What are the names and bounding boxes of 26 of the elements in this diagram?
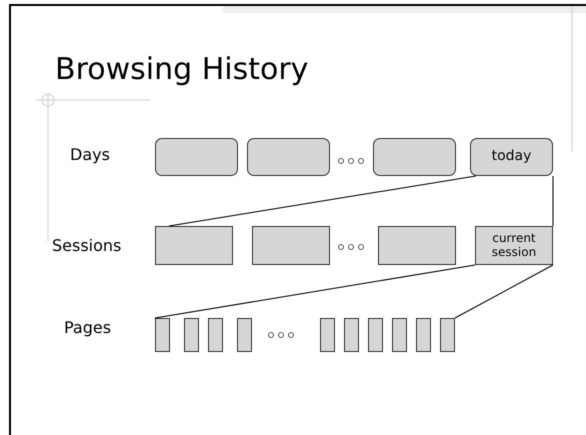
page-box <box>392 318 407 352</box>
page-box <box>440 318 455 352</box>
row-label: Sessions <box>52 236 122 255</box>
day-box <box>247 138 330 176</box>
session-box <box>252 226 330 265</box>
zoom-line <box>552 176 554 226</box>
day-box <box>373 138 456 176</box>
day-box: today <box>470 138 553 176</box>
session-box <box>378 226 456 265</box>
page-box <box>208 318 223 352</box>
zoom-line <box>454 264 554 318</box>
page-box <box>184 318 199 352</box>
session-box <box>155 226 233 265</box>
zoom-line <box>154 264 476 318</box>
day-box <box>155 138 238 176</box>
page-box <box>237 318 252 352</box>
page-box <box>416 318 431 352</box>
session-box: current session <box>475 226 553 265</box>
row-label: Days <box>70 145 110 164</box>
page-box <box>344 318 359 352</box>
row-label: Pages <box>64 318 112 337</box>
zoom-line <box>168 176 476 226</box>
page-box <box>368 318 383 352</box>
slide-title: Browsing History <box>55 52 308 87</box>
page-box <box>155 318 170 352</box>
page-box <box>320 318 335 352</box>
